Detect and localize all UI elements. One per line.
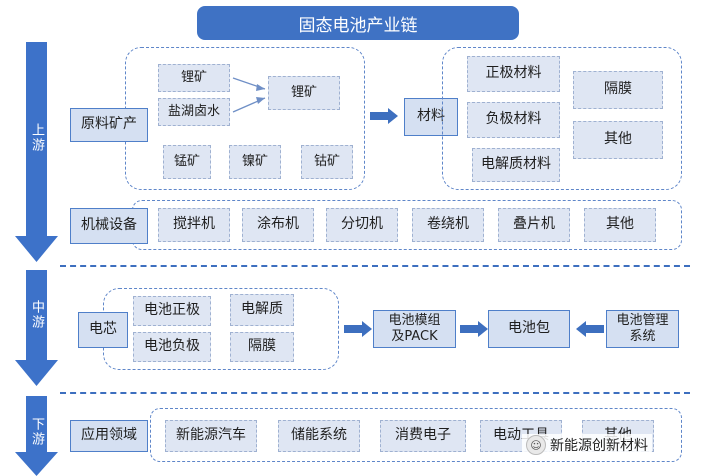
- watermark-text: 新能源创新材料: [550, 438, 648, 454]
- stage-label-upstream: 上游: [29, 123, 44, 153]
- equipment-slitter: 分切机: [326, 208, 398, 242]
- nickel-ore: 镍矿: [229, 145, 281, 179]
- cell-label: 电芯: [78, 312, 128, 348]
- watermark: ☺ 新能源创新材料: [522, 434, 652, 456]
- anode-material: 负极材料: [467, 102, 560, 138]
- separator-lower: [60, 392, 690, 394]
- lithium-ore-left: 锂矿: [158, 64, 230, 92]
- other-material: 其他: [573, 121, 663, 159]
- battery-module: 电池模组 及PACK: [373, 310, 456, 348]
- app-nev: 新能源汽车: [165, 420, 257, 452]
- separator-upper: [60, 265, 690, 267]
- from-bms-arrow-icon: [576, 321, 604, 337]
- cell-electrolyte: 电解质: [230, 294, 294, 326]
- battery-pack: 电池包: [488, 310, 570, 348]
- equipment-stacker: 叠片机: [498, 208, 570, 242]
- page-title: 固态电池产业链: [197, 6, 519, 40]
- equipment-winder: 卷绕机: [412, 208, 484, 242]
- cathode-material: 正极材料: [467, 56, 560, 92]
- cell-separator: 隔膜: [230, 332, 294, 362]
- applications-label: 应用领域: [70, 420, 148, 452]
- stage-label-midstream: 中游: [29, 300, 44, 330]
- materials-label: 材料: [404, 98, 458, 136]
- cell-cathode: 电池正极: [133, 296, 211, 326]
- electrolyte-material: 电解质材料: [472, 148, 560, 182]
- equipment-mixer: 搅拌机: [158, 208, 230, 242]
- battery-management-system: 电池管理 系统: [606, 310, 679, 348]
- manganese-ore: 锰矿: [163, 145, 211, 179]
- equipment-label: 机械设备: [70, 208, 148, 244]
- cobalt-ore: 钴矿: [301, 145, 353, 179]
- app-energy-storage: 储能系统: [278, 420, 360, 452]
- equipment-coater: 涂布机: [242, 208, 314, 242]
- applications-group: [150, 408, 682, 462]
- to-materials-arrow-icon: [370, 108, 398, 124]
- to-module-arrow-icon: [344, 321, 372, 337]
- salt-lake-brine: 盐湖卤水: [158, 98, 230, 126]
- app-consumer-electronics: 消费电子: [380, 420, 466, 452]
- equipment-other: 其他: [584, 208, 656, 242]
- to-pack-arrow-icon: [460, 321, 488, 337]
- raw-materials-label: 原料矿产: [70, 108, 148, 142]
- lithium-ore-right: 锂矿: [268, 76, 340, 110]
- cell-anode: 电池负极: [133, 332, 211, 362]
- materials-group: [442, 47, 682, 190]
- separator-material: 隔膜: [573, 71, 663, 109]
- stage-label-downstream: 下游: [29, 417, 44, 447]
- wechat-icon: ☺: [526, 435, 546, 455]
